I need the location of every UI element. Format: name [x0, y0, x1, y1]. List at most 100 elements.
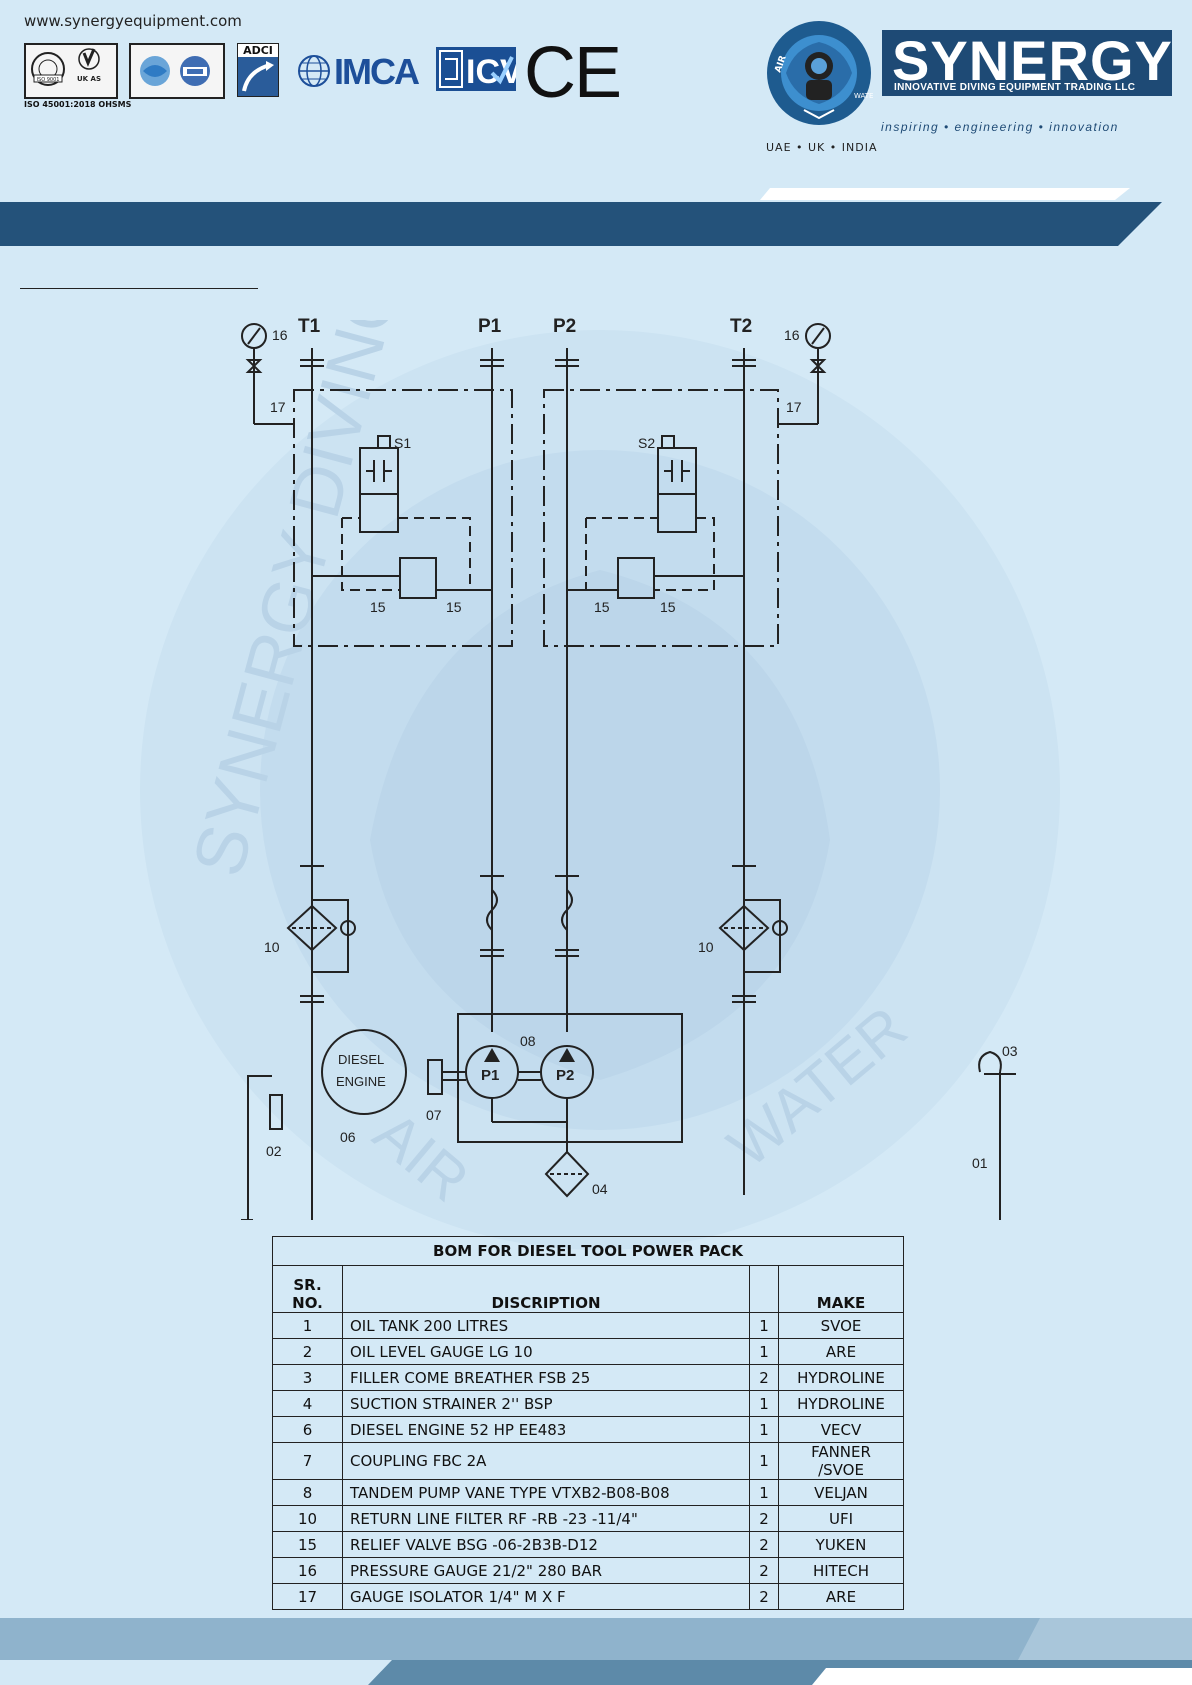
sr-cell: 8 — [272, 1479, 343, 1506]
brand-name: SYNERGY — [892, 29, 1173, 92]
hydraulic-schematic: T1 P1 P2 T2 16 16 17 17 S1 S2 15 15 15 1… — [241, 316, 1018, 1220]
header-qty — [749, 1265, 779, 1313]
qty-cell: 1 — [749, 1442, 779, 1480]
description-cell: SUCTION STRAINER 2'' BSP — [342, 1390, 750, 1417]
iso-ohsms-note: ISO 45001:2018 OHSMS — [24, 100, 132, 109]
svg-text:15: 15 — [594, 599, 610, 615]
svg-text:04: 04 — [592, 1181, 608, 1197]
make-cell: VELJAN — [778, 1479, 904, 1506]
qty-cell: 2 — [749, 1531, 779, 1558]
certification-logos: ISO 9001 UK AS ADCI IMCA — [24, 43, 624, 99]
sr-cell: 4 — [272, 1390, 343, 1417]
adci-logo: ADCI — [237, 43, 279, 97]
sr-cell: 15 — [272, 1531, 343, 1558]
svg-text:15: 15 — [370, 599, 386, 615]
svg-text:P1: P1 — [478, 316, 502, 337]
svg-text:ENGINE: ENGINE — [336, 1074, 386, 1089]
make-cell: VECV — [778, 1416, 904, 1443]
description-cell: GAUGE ISOLATOR 1/4" M X F — [342, 1583, 750, 1610]
bom-title: BOM FOR DIESEL TOOL POWER PACK — [272, 1236, 904, 1266]
make-cell: HYDROLINE — [778, 1390, 904, 1417]
svg-text:08: 08 — [520, 1033, 536, 1049]
make-cell: SVOE — [778, 1312, 904, 1339]
sr-cell: 10 — [272, 1505, 343, 1532]
svg-text:P1: P1 — [481, 1067, 499, 1084]
qty-cell: 2 — [749, 1364, 779, 1391]
qty-cell: 2 — [749, 1557, 779, 1584]
description-cell: COUPLING FBC 2A — [342, 1442, 750, 1480]
make-cell: HITECH — [778, 1557, 904, 1584]
sr-cell: 6 — [272, 1416, 343, 1443]
make-cell: ARE — [778, 1338, 904, 1365]
qty-cell: 1 — [749, 1390, 779, 1417]
synergy-emblem-logo: AIR WATER — [764, 18, 878, 136]
header-sr-no: SR.NO. — [272, 1265, 343, 1313]
qty-cell: 1 — [749, 1312, 779, 1339]
description-cell: DIESEL ENGINE 52 HP EE483 — [342, 1416, 750, 1443]
sr-cell: 7 — [272, 1442, 343, 1480]
bom-table: BOM FOR DIESEL TOOL POWER PACK SR.NO. DI… — [272, 1236, 904, 1610]
sr-cell: 3 — [272, 1364, 343, 1391]
qty-cell: 1 — [749, 1479, 779, 1506]
svg-text:P2: P2 — [553, 316, 576, 337]
svg-text:03: 03 — [1002, 1043, 1018, 1059]
qty-cell: 2 — [749, 1583, 779, 1610]
website-url[interactable]: www.synergyequipment.com — [24, 12, 242, 30]
globe-icon — [298, 55, 330, 87]
description-cell: TANDEM PUMP VANE TYPE VTXB2-B08-B08 — [342, 1479, 750, 1506]
make-cell: YUKEN — [778, 1531, 904, 1558]
svg-text:DIESEL: DIESEL — [338, 1052, 384, 1067]
make-cell: ARE — [778, 1583, 904, 1610]
brand-regions: UAE • UK • INDIA — [766, 141, 878, 154]
svg-text:WATER: WATER — [854, 92, 874, 100]
svg-text:15: 15 — [660, 599, 676, 615]
icv-logo: ICV — [436, 47, 523, 91]
brand-tagline: inspiring • engineering • innovation — [881, 120, 1119, 134]
accreditation-logo — [129, 43, 225, 99]
svg-text:10: 10 — [264, 939, 280, 955]
svg-text:15: 15 — [446, 599, 462, 615]
svg-text:06: 06 — [340, 1129, 356, 1145]
description-cell: RELIEF VALVE BSG -06-2B3B-D12 — [342, 1531, 750, 1558]
sr-cell: 2 — [272, 1338, 343, 1365]
description-cell: FILLER COME BREATHER FSB 25 — [342, 1364, 750, 1391]
title-banner — [0, 188, 1162, 246]
description-cell: PRESSURE GAUGE 21/2" 280 BAR — [342, 1557, 750, 1584]
svg-text:07: 07 — [426, 1107, 442, 1123]
description-cell: RETURN LINE FILTER RF -RB -23 -11/4" — [342, 1505, 750, 1532]
brand-subtitle: INNOVATIVE DIVING EQUIPMENT TRADING LLC — [894, 82, 1136, 93]
make-cell: FANNER /SVOE — [778, 1442, 904, 1480]
qty-cell: 2 — [749, 1505, 779, 1532]
svg-text:16: 16 — [784, 327, 800, 343]
watermark-emblem: SYNERGY DIVING & EQUIPMENT SOLUTION FZC … — [140, 320, 1060, 1250]
ce-mark: CE — [524, 33, 622, 113]
svg-text:17: 17 — [270, 399, 286, 415]
brand-name-panel — [882, 30, 1172, 96]
sr-cell: 1 — [272, 1312, 343, 1339]
description-cell: OIL TANK 200 LITRES — [342, 1312, 750, 1339]
make-cell: UFI — [778, 1505, 904, 1532]
svg-text:16: 16 — [272, 327, 288, 343]
svg-text:P2: P2 — [556, 1067, 574, 1084]
uk-as-text: UK AS — [77, 75, 101, 83]
description-cell: OIL LEVEL GAUGE LG 10 — [342, 1338, 750, 1365]
svg-text:T2: T2 — [730, 316, 752, 337]
iso-certification-logo: ISO 9001 UK AS — [24, 43, 118, 99]
icv-text: ICV — [466, 53, 516, 91]
header-make: MAKE — [778, 1265, 904, 1313]
imca-logo: IMCA — [294, 43, 424, 95]
footer-band — [0, 1618, 1192, 1685]
header-description: DISCRIPTION — [342, 1265, 750, 1313]
sr-cell: 16 — [272, 1557, 343, 1584]
svg-text:01: 01 — [972, 1155, 988, 1171]
qty-cell: 1 — [749, 1416, 779, 1443]
